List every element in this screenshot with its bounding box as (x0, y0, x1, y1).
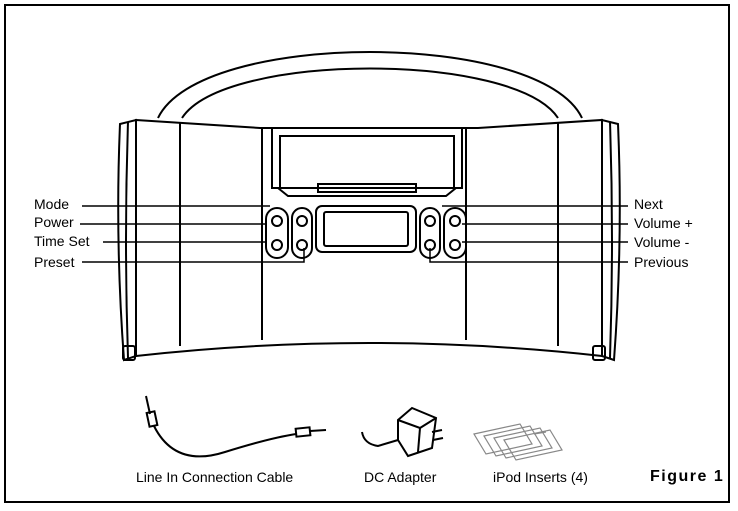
right-buttons (419, 207, 467, 259)
label-volume-down: Volume - (634, 234, 690, 250)
main-body (135, 118, 603, 358)
dock-well (271, 127, 463, 197)
label-previous: Previous (634, 254, 689, 270)
figure-frame (4, 4, 730, 503)
ipod-inserts (473, 423, 563, 461)
left-end-cap (117, 118, 137, 362)
caption-line-in-cable: Line In Connection Cable (136, 469, 294, 485)
caption-ipod-inserts: iPod Inserts (4) (493, 469, 588, 485)
caption-dc-adapter: DC Adapter (364, 469, 437, 485)
label-time-set: Time Set (34, 233, 90, 249)
label-preset: Preset (34, 254, 75, 270)
right-end-cap (592, 118, 621, 362)
lcd-display (315, 205, 417, 253)
line-in-cable (145, 395, 327, 458)
label-next: Next (634, 196, 663, 212)
handle (157, 51, 583, 119)
label-volume-up: Volume + (634, 215, 693, 231)
label-power: Power (34, 214, 74, 230)
right-leader-lines (429, 205, 628, 263)
figure-label: Figure 1 (650, 468, 725, 485)
left-buttons (265, 207, 313, 259)
left-leader-lines (80, 205, 305, 263)
dc-adapter (361, 406, 444, 458)
label-mode: Mode (34, 196, 70, 212)
